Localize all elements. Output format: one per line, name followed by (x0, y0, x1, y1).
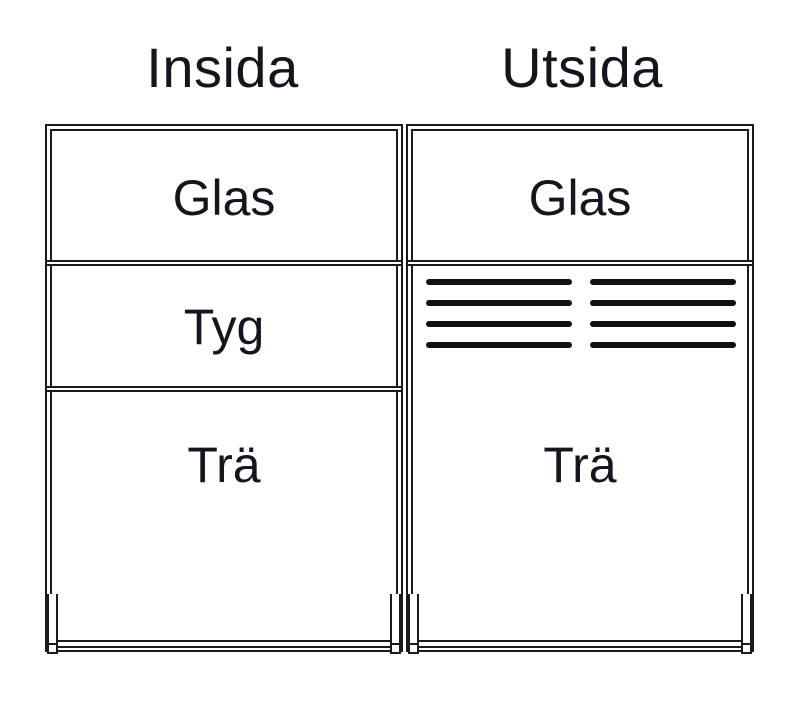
leg-right-utsida (741, 594, 752, 644)
section-label-insida-middle: Tyg (183, 299, 265, 355)
panel-title-insida: Insida (146, 36, 299, 99)
section-label-insida-bottom: Trä (187, 437, 261, 493)
panel-title-utsida: Utsida (501, 36, 663, 99)
foot-left-utsida (408, 643, 419, 654)
louvre-slat (590, 321, 736, 327)
section-label-insida-top: Glas (172, 170, 276, 226)
louvre-slat (426, 342, 572, 348)
louvre-slat (590, 300, 736, 306)
cabinet-utsida: Glas Trä (406, 124, 754, 654)
louvre-slat (426, 321, 572, 327)
louvre-slat (426, 300, 572, 306)
divider-glas-tyg (47, 260, 401, 266)
section-label-utsida-top: Glas (528, 170, 632, 226)
louvre-vent-group (426, 279, 736, 369)
bottom-rail-insida (47, 640, 401, 648)
cabinet-insida: Glas Tyg Trä (45, 124, 403, 654)
bottom-rail-utsida (408, 640, 752, 648)
section-label-utsida-bottom: Trä (543, 437, 617, 493)
louvre-slat (590, 342, 736, 348)
frame-inner-utsida (411, 129, 749, 647)
leg-right-insida (390, 594, 401, 644)
foot-right-utsida (741, 643, 752, 654)
divider-tyg-tra (47, 386, 401, 392)
foot-left-insida (47, 643, 58, 654)
louvre-slat (590, 279, 736, 285)
divider-glas-louvre (408, 260, 752, 266)
louvre-slat (426, 279, 572, 285)
leg-left-insida (47, 594, 58, 644)
leg-left-utsida (408, 594, 419, 644)
foot-right-insida (390, 643, 401, 654)
